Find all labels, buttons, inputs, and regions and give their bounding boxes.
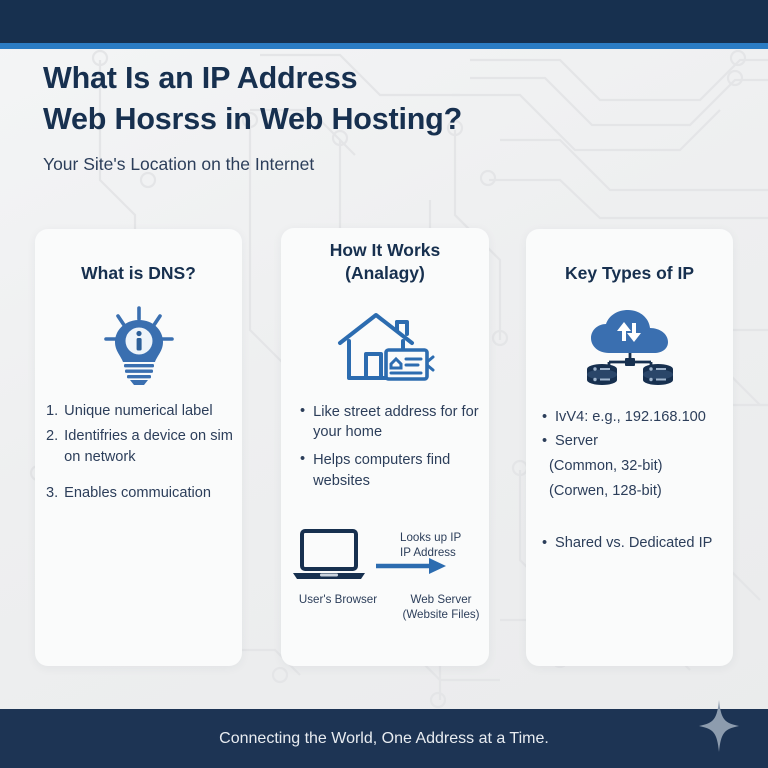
list-item-number: 3. (46, 484, 59, 501)
bullet-icon: • (300, 450, 306, 467)
cloud-shape (590, 309, 668, 353)
flow-arrow-caption: Looks up IP IP Address (400, 530, 488, 561)
list-item: • Like street address for for your home (300, 402, 489, 443)
list-item-text: Helps computers find websites (313, 451, 451, 489)
page-title: What Is an IP Address Web Hosrss in Web … (43, 58, 703, 139)
arrow-right-icon (376, 558, 446, 574)
flow-arrow-caption-line-2: IP Address (400, 546, 456, 560)
database-left (586, 363, 617, 385)
accent-bar (0, 43, 768, 49)
list-item-text: Enables commuication (64, 484, 211, 501)
dns-flow-diagram: Looks up IP IP Address User's Browser We… (281, 528, 489, 648)
card-what-is-dns: What is DNS? (35, 229, 242, 666)
card-2-list: • Like street address for for your home … (281, 402, 489, 492)
list-item: • Shared vs. Dedicated IP (542, 533, 733, 554)
list-item: 2. Identifries a device on sim on networ… (46, 426, 242, 467)
card-3-icon-area (526, 307, 733, 389)
card-1-list: 1. Unique numerical label 2. Identifries… (35, 401, 242, 504)
card-2-title-line-1: How It Works (329, 240, 441, 260)
laptop-icon (293, 529, 365, 579)
card-key-types-of-ip: Key Types of IP (526, 229, 733, 666)
list-item: (Common, 32-bit) (542, 456, 733, 477)
list-item-text: (Corwen, 128-bit) (549, 482, 662, 499)
list-item: • Server (542, 431, 733, 452)
card-3-title: Key Types of IP (564, 263, 695, 283)
database-right (642, 363, 673, 385)
footer-tagline: Connecting the World, One Address at a T… (219, 729, 549, 747)
list-item: • Helps computers find websites (300, 450, 489, 491)
list-item: 3. Enables commuication (46, 483, 242, 504)
list-item-text: IvV4: e.g., 192.168.100 (555, 408, 706, 425)
list-item-text: Identifries a device on sim on network (64, 428, 233, 466)
list-item-text: (Common, 32-bit) (549, 458, 663, 475)
page-title-line-2: Web Hosrss in Web Hosting? (43, 101, 463, 136)
flow-source-label: User's Browser (298, 593, 378, 606)
list-item-number: 2. (46, 428, 59, 445)
bullet-icon: • (542, 433, 548, 450)
card-2-title: How It Works (Analagy) (281, 239, 489, 285)
list-item: 1. Unique numerical label (46, 401, 242, 422)
flow-target-label-line-1: Web Server (410, 593, 472, 606)
bullet-icon: • (542, 408, 548, 425)
bullet-icon: • (542, 534, 548, 551)
house-address-card-icon (338, 312, 435, 381)
header-block: What Is an IP Address Web Hosrss in Web … (43, 58, 703, 176)
sparkle-star-icon (699, 700, 739, 752)
card-1-title: What is DNS? (81, 263, 196, 283)
flow-target-label: Web Server (Website Files) (393, 592, 489, 623)
cloud-database-icon (586, 309, 673, 385)
card-1-icon-area (35, 305, 242, 387)
list-item-text: Unique numerical label (64, 402, 213, 419)
bullet-icon: • (300, 402, 306, 419)
list-item-text: Like street address for for your home (313, 403, 479, 441)
flow-arrow-caption-line-1: Looks up IP (400, 531, 462, 544)
lightbulb-info-icon (103, 305, 174, 385)
footer-bar: Connecting the World, One Address at a T… (0, 700, 768, 768)
page-title-line-1: What Is an IP Address (43, 61, 358, 95)
list-item-number: 1. (46, 402, 59, 419)
top-bar (0, 0, 768, 43)
card-how-it-works: How It Works (Analagy) (281, 228, 489, 666)
list-item: • IvV4: e.g., 192.168.100 (542, 407, 733, 428)
list-item-text: Shared vs. Dedicated IP (555, 534, 713, 551)
list-item: (Corwen, 128-bit) (542, 481, 733, 502)
card-3-list: • IvV4: e.g., 192.168.100 • Server (Comm… (526, 407, 733, 554)
list-item-text: Server (555, 433, 598, 450)
page-subtitle: Your Site's Location on the Internet (43, 154, 315, 175)
flow-target-label-line-2: (Website Files) (402, 608, 480, 622)
card-2-title-line-2: (Analagy) (345, 262, 425, 283)
card-2-icon-area (281, 307, 489, 389)
